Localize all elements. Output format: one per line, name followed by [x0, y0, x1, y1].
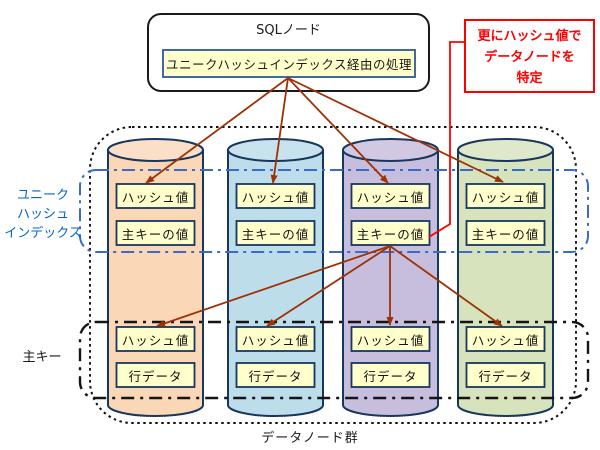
arrows — [145, 77, 504, 327]
unique-hash-index-region-border — [79, 169, 589, 253]
hash-value-label: ハッシュ値 — [356, 189, 425, 205]
sql-to-hash-arrow — [145, 77, 289, 184]
primary-key-value-box — [115, 220, 196, 246]
sql-node-title: SQLノード — [256, 22, 321, 38]
primary-key-value-label: 主キーの値 — [241, 226, 310, 242]
row-data-box — [350, 362, 431, 388]
row-data-label: 行データ — [128, 368, 183, 384]
callout-line: 特定 — [516, 71, 543, 86]
hash-value-box — [115, 326, 196, 352]
row-data-box — [235, 362, 316, 388]
primary-key-region-border — [78, 320, 590, 400]
sql-to-hash-arrow — [287, 77, 504, 183]
unique-hash-index-label-line: ハッシュ — [16, 207, 69, 222]
callout-text: 更にハッシュ値で データノードを 特定 — [466, 26, 593, 89]
hash-value-label: ハッシュ値 — [241, 332, 310, 348]
hash-value-box — [235, 183, 316, 209]
callout-connector-line — [428, 41, 465, 238]
primary-key-value-box — [465, 220, 546, 246]
hash-value-box — [465, 326, 546, 352]
value-boxes — [115, 183, 546, 388]
callout-line: データノードを — [484, 50, 575, 65]
hash-value-label: ハッシュ値 — [356, 332, 425, 348]
primary-key-value-box — [350, 220, 431, 246]
primary-key-value-box — [235, 220, 316, 246]
hash-value-label: ハッシュ値 — [121, 332, 190, 348]
data-node-group-label: データノード群 — [261, 431, 359, 446]
hash-value-label: ハッシュ値 — [241, 189, 310, 205]
hash-value-box — [115, 183, 196, 209]
hash-value-label: ハッシュ値 — [121, 189, 190, 205]
hash-value-label: ハッシュ値 — [471, 332, 540, 348]
sql-to-hash-arrow — [270, 77, 289, 184]
row-data-label: 行データ — [478, 368, 533, 384]
primary-key-label: 主キー — [22, 350, 62, 365]
hash-value-label: ハッシュ値 — [471, 189, 540, 205]
pk-to-datanode-arrow — [156, 245, 391, 327]
primary-key-value-label: 主キーの値 — [356, 226, 425, 242]
hash-value-box — [350, 326, 431, 352]
unique-hash-index-label-line: ユニーク — [16, 188, 69, 203]
unique-hash-index-label-line: インデックス — [4, 226, 82, 241]
row-data-label: 行データ — [248, 368, 303, 384]
hash-value-box — [235, 326, 316, 352]
cylinder-top — [227, 138, 324, 162]
sql-to-hash-arrow — [287, 77, 389, 184]
callout-line: 更にハッシュ値で — [477, 29, 582, 44]
unique-hash-index-label: ユニーク ハッシュ インデックス — [0, 186, 86, 243]
row-data-label: 行データ — [363, 368, 418, 384]
hash-value-box — [350, 183, 431, 209]
cylinder-top — [457, 138, 554, 162]
cylinder-top — [107, 138, 204, 162]
pk-to-datanode-arrow — [266, 245, 391, 327]
primary-key-value-label: 主キーの値 — [121, 226, 190, 242]
hash-value-box — [465, 183, 546, 209]
sql-process-label: ユニークハッシュインデックス経由の処理 — [165, 57, 412, 72]
pk-to-datanode-arrow — [389, 245, 503, 327]
primary-key-value-label: 主キーの値 — [471, 226, 540, 242]
callout-box — [464, 19, 595, 93]
row-data-box — [115, 362, 196, 388]
row-data-box — [465, 362, 546, 388]
sql-process-box — [162, 49, 416, 78]
